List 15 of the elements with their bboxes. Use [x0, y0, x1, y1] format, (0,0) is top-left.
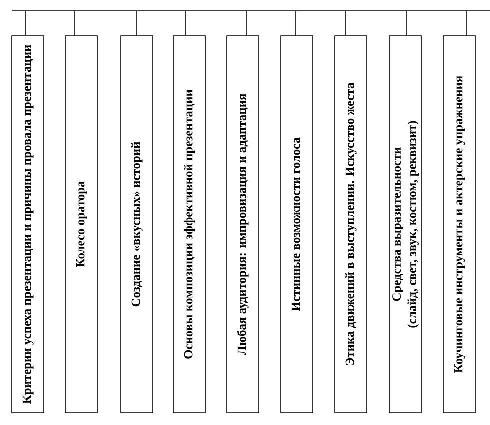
- connector-line: [406, 10, 408, 36]
- connector-line: [74, 10, 76, 36]
- connector-line: [136, 10, 138, 36]
- topic-box: Колесо оратора: [65, 36, 98, 414]
- connector-line: [246, 10, 248, 36]
- topic-box: Этика движений в выступлении. Искусство жеста: [334, 36, 368, 414]
- topic-box: Основы композиции эффективной презентации: [173, 36, 206, 414]
- topic-box: Любая аудитория: импровизация и адаптация: [226, 36, 260, 414]
- topic-box: Средства выразительности (слайд, свет, звук, костюм, реквизит): [389, 36, 422, 414]
- topic-box: Создание «вкусных» историй: [120, 36, 154, 414]
- topic-box: Коучинговые инструменты и актерские упражнения: [443, 36, 476, 414]
- topic-box: Истинные возможности голоса: [280, 36, 314, 414]
- connector-line: [466, 10, 468, 36]
- topic-box: Критерии успеха презентации и причины провала презентации: [12, 36, 44, 414]
- connector-line: [12, 10, 490, 12]
